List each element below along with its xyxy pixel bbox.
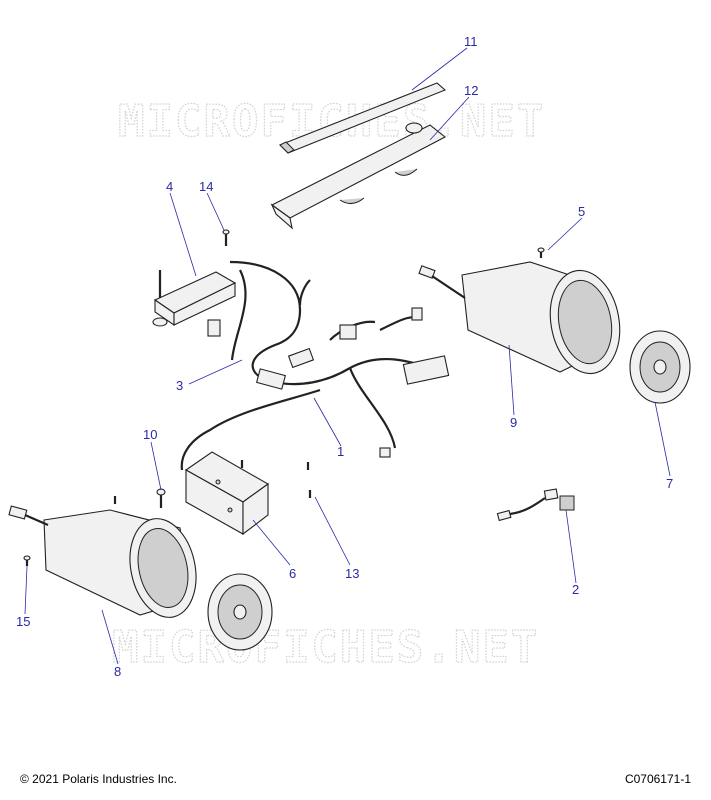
part-10-mount xyxy=(156,488,166,508)
part-1-wire-harness xyxy=(180,260,450,471)
callout-12: 12 xyxy=(464,83,478,98)
speaker-left xyxy=(207,573,273,651)
callout-15: 15 xyxy=(16,614,30,629)
callout-8: 8 xyxy=(114,664,121,679)
callout-1: 1 xyxy=(337,444,344,459)
part-9-speaker-enclosure-right xyxy=(418,261,621,375)
callout-2: 2 xyxy=(572,582,579,597)
copyright-text: © 2021 Polaris Industries Inc. xyxy=(20,772,177,786)
callout-13: 13 xyxy=(345,566,359,581)
part-4-amplifier xyxy=(152,270,237,327)
part-6-amplifier-box xyxy=(184,451,270,536)
callout-3: 3 xyxy=(176,378,183,393)
part-11-overlay-strip xyxy=(279,82,447,154)
part-7-speaker-right xyxy=(629,330,691,404)
callout-4: 4 xyxy=(166,179,173,194)
figure-code: C0706171-1 xyxy=(624,772,691,786)
part-5-screw xyxy=(537,247,545,258)
callout-5: 5 xyxy=(578,204,585,219)
watermark-top: MICROFICHES.NET xyxy=(118,96,545,147)
leader-lines xyxy=(24,47,671,665)
callout-7: 7 xyxy=(666,476,673,491)
part-12-speaker-tray xyxy=(270,122,447,230)
callouts: 11 12 4 14 5 3 1 9 7 10 6 13 2 8 15 xyxy=(16,34,673,679)
part-14-screw xyxy=(222,229,230,246)
part-2-adapter-harness xyxy=(496,488,575,522)
callout-9: 9 xyxy=(510,415,517,430)
callout-14: 14 xyxy=(199,179,213,194)
callout-6: 6 xyxy=(289,566,296,581)
callout-11: 11 xyxy=(464,34,478,49)
watermark-bottom: MICROFICHES.NET xyxy=(112,622,539,673)
part-15-screw xyxy=(23,555,31,566)
callout-10: 10 xyxy=(143,427,157,442)
part-8-speaker-enclosure-left xyxy=(8,496,197,618)
part-13-screws xyxy=(240,460,312,498)
